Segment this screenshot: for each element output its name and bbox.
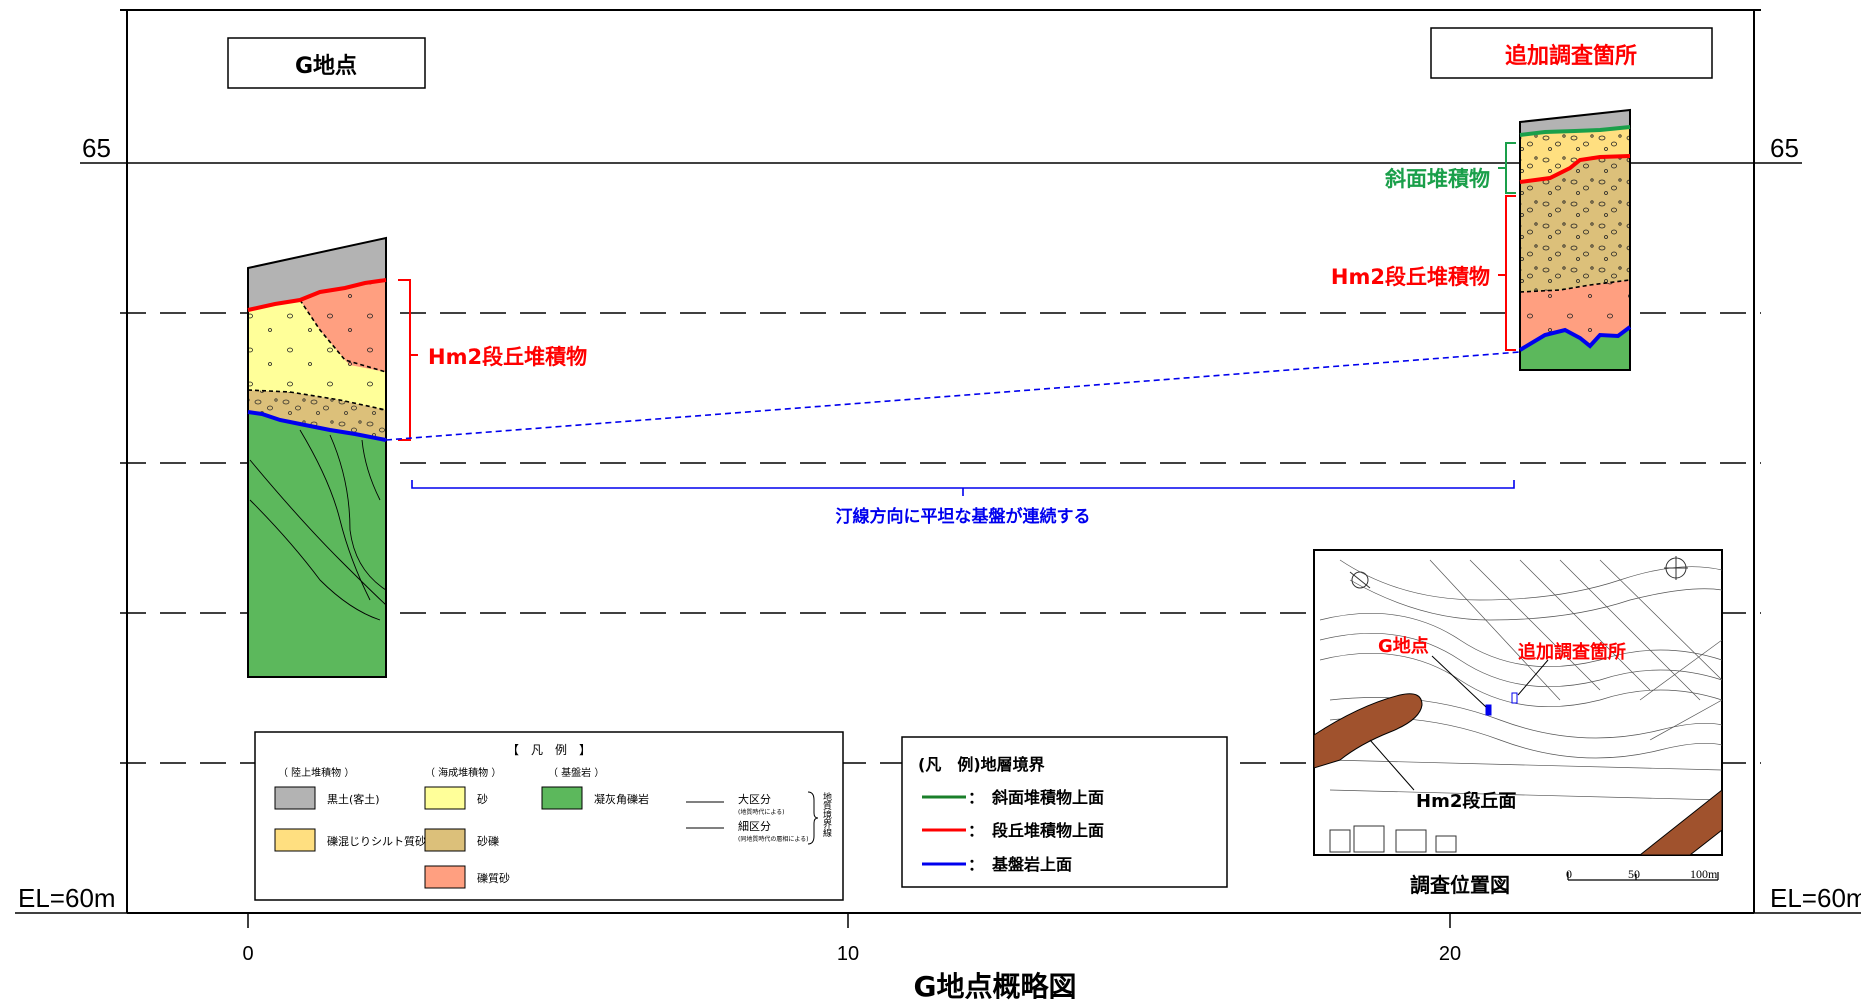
map-scale-0: 0 bbox=[1566, 867, 1572, 881]
map-title: 調査位置図 bbox=[1410, 873, 1510, 897]
right-terrace-top-line bbox=[1519, 154, 1631, 184]
diagram-title: G地点概略図 bbox=[914, 970, 1077, 1000]
map-additional-site-label: 追加調査箇所 bbox=[1518, 641, 1626, 663]
right-slope-top-line bbox=[1519, 125, 1631, 137]
map-terrace-polygon-2 bbox=[1638, 788, 1723, 856]
elevation-label-60-right: EL=60m bbox=[1770, 883, 1861, 913]
legend-boundary-vertical-label: 地質境界線 bbox=[821, 791, 832, 837]
boundary-legend-title: (凡 例)地層境界 bbox=[918, 755, 1045, 774]
x-tick-10: 10 bbox=[837, 943, 859, 965]
map-g-point-marker bbox=[1485, 704, 1492, 716]
location-map: G地点 追加調査箇所 Hm2段丘面 bbox=[1313, 549, 1723, 856]
map-additional-site-marker bbox=[1511, 692, 1518, 704]
legend-line-major: 大区分 bbox=[738, 792, 771, 806]
g-point-label: G地点 bbox=[295, 53, 357, 79]
x-tick-20: 20 bbox=[1439, 943, 1461, 965]
legend-swatch-black-soil bbox=[274, 786, 316, 810]
g-point-label-box bbox=[227, 37, 426, 89]
left-bedrock-layer bbox=[248, 412, 386, 677]
additional-site-label: 追加調査箇所 bbox=[1505, 43, 1637, 69]
legend-group-marine: （ 海成堆積物 ） bbox=[425, 766, 501, 779]
right-bedrock-layer bbox=[1520, 327, 1630, 370]
legend-label-gravelly-silty-sand: 礫混じりシルト質砂 bbox=[327, 834, 426, 848]
x-tick-0: 0 bbox=[242, 943, 253, 965]
right-column bbox=[1518, 108, 1632, 371]
legend-label-tuff-breccia: 凝灰角礫岩 bbox=[594, 792, 649, 806]
left-terrace-top-line bbox=[247, 278, 387, 312]
left-bedrock-top-line bbox=[247, 410, 387, 442]
boundary-legend: (凡 例)地層境界 ： 斜面堆積物上面 ： 段丘堆積物上面 ： 基盤岩上面 bbox=[901, 736, 1228, 888]
legend-label-black-soil: 黒土(客土) bbox=[327, 792, 380, 806]
map-scale-50: 50 bbox=[1628, 867, 1640, 881]
boundary-legend-item-bedrock: ： 基盤岩上面 bbox=[968, 855, 1072, 874]
continuity-bracket bbox=[411, 480, 1515, 496]
legend-line-minor-note: (同地質時代の層相による) bbox=[738, 835, 809, 843]
right-bedrock-top-line bbox=[1518, 325, 1632, 352]
left-black-soil-layer bbox=[248, 238, 386, 310]
elevation-label-65-right: 65 bbox=[1770, 133, 1799, 163]
legend-title: 【 凡 例 】 bbox=[507, 743, 591, 757]
slope-deposit-label: 斜面堆積物 bbox=[1384, 167, 1490, 191]
x-axis bbox=[247, 913, 1451, 928]
elevation-label-60-left: EL=60m bbox=[18, 883, 116, 913]
left-hm2-label: Hm2段丘堆積物 bbox=[428, 345, 587, 369]
legend-swatch-gravelly-sand bbox=[424, 865, 466, 889]
continuity-note: 汀線方向に平坦な基盤が連続する bbox=[836, 506, 1091, 527]
legend-group-land: （ 陸上堆積物 ） bbox=[278, 766, 354, 779]
legend-label-sand: 砂 bbox=[477, 793, 488, 806]
lithology-legend: 【 凡 例 】 （ 陸上堆積物 ） （ 海成堆積物 ） （ 基盤岩 ） 黒土(客… bbox=[254, 731, 844, 901]
map-terrace-polygon bbox=[1313, 693, 1423, 769]
elevation-label-65-left: 65 bbox=[82, 133, 111, 163]
map-terrace-label: Hm2段丘面 bbox=[1416, 790, 1516, 812]
left-column bbox=[247, 236, 387, 678]
slope-bracket bbox=[1498, 142, 1516, 194]
right-hm2-bracket bbox=[1498, 195, 1516, 351]
map-scale-bar bbox=[1567, 872, 1719, 881]
legend-line-major-note: (地質時代による) bbox=[738, 808, 785, 816]
left-hm2-bracket bbox=[398, 279, 418, 441]
legend-line-minor: 細区分 bbox=[738, 820, 771, 833]
map-g-point-label: G地点 bbox=[1378, 635, 1429, 657]
legend-label-sandy-gravel: 砂礫 bbox=[477, 834, 499, 848]
legend-label-gravelly-sand: 礫質砂 bbox=[477, 871, 510, 885]
legend-swatch-sand bbox=[424, 786, 466, 810]
legend-group-bedrock: （ 基盤岩 ） bbox=[548, 766, 604, 779]
map-scale-100m: 100m bbox=[1690, 867, 1718, 881]
legend-swatch-sandy-gravel bbox=[424, 828, 466, 852]
legend-swatch-tuff-breccia bbox=[541, 786, 583, 810]
right-hm2-label: Hm2段丘堆積物 bbox=[1331, 265, 1490, 289]
additional-site-label-box bbox=[1430, 27, 1713, 79]
legend-swatch-gravelly-silty-sand bbox=[274, 828, 316, 852]
boundary-legend-item-terrace: ： 段丘堆積物上面 bbox=[968, 821, 1104, 840]
boundary-legend-item-slope: ： 斜面堆積物上面 bbox=[968, 788, 1104, 807]
